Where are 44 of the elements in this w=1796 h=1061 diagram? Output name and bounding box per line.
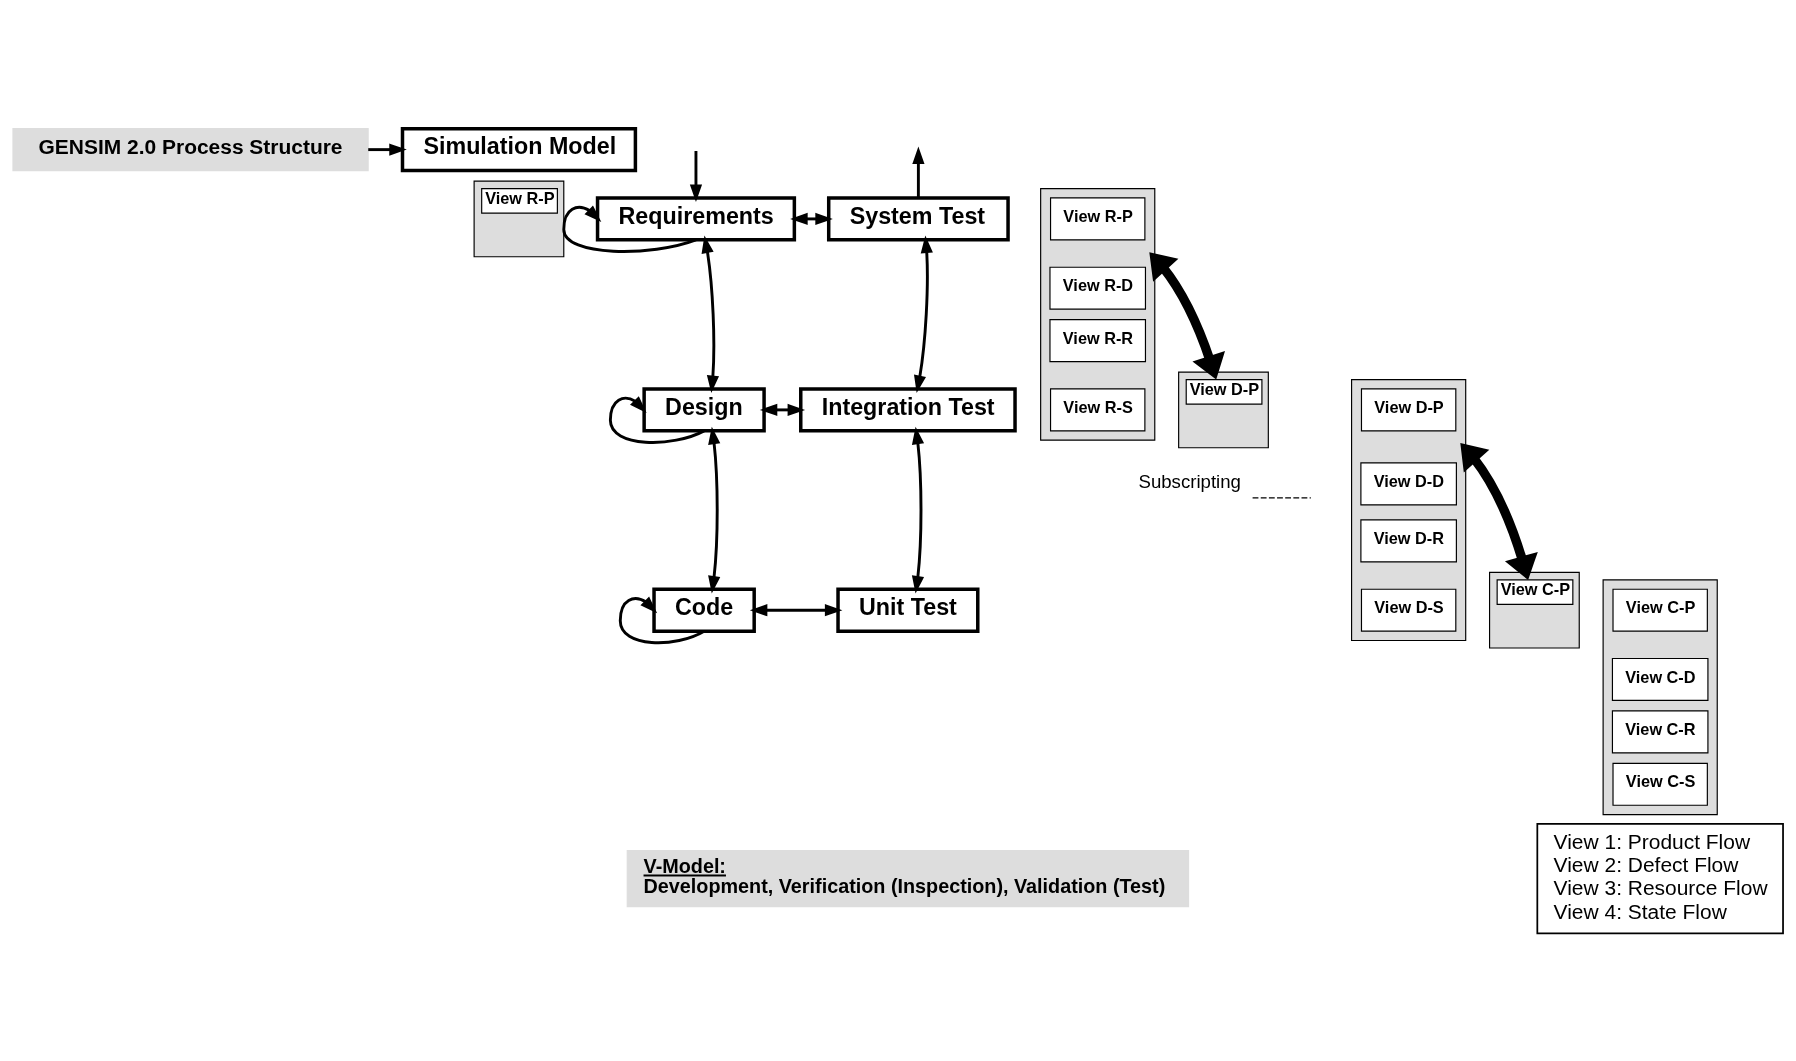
node-box: View C-P — [1489, 571, 1580, 649]
arrow — [562, 204, 697, 253]
arrow — [1460, 442, 1538, 580]
node-box: View D-D — [1360, 461, 1457, 505]
node-box: Simulation Model — [400, 126, 638, 172]
arrow — [368, 143, 407, 156]
cluster — [1040, 187, 1156, 441]
node-box: GENSIM 2.0 Process Structure — [12, 127, 369, 171]
arrow — [911, 426, 925, 594]
node-box: Design — [642, 386, 766, 433]
cluster — [1602, 578, 1718, 815]
node-box: View D-S — [1360, 588, 1457, 632]
node-box: View C-P — [1612, 588, 1708, 632]
node-box: View D-R — [1360, 518, 1457, 562]
arrow — [912, 146, 925, 198]
node-box: Code — [652, 587, 756, 633]
arrow — [608, 395, 705, 444]
node-box: View C-S — [1612, 762, 1708, 806]
node-box: View 1: Product Flow View 2: Defect Flow View 3: Resource Flow View 4: State Flow — [1536, 822, 1784, 934]
node-box: Requirements — [595, 195, 797, 242]
node-box: View R-R — [1049, 318, 1147, 362]
node-box: V-Model: Development, Verification (Inspection), Validation (Test) — [626, 849, 1190, 907]
cluster — [1351, 378, 1467, 641]
node-box: View R-P — [1049, 196, 1146, 240]
node-box: View D-P — [1178, 370, 1269, 448]
arrow — [708, 426, 721, 594]
legend-label: Subscripting — [1138, 470, 1241, 492]
node-box: Unit Test — [836, 587, 980, 633]
arrow — [701, 235, 720, 393]
node-box: View R-D — [1049, 266, 1147, 310]
node-box: View C-R — [1611, 709, 1709, 753]
arrow — [749, 603, 843, 616]
arrow — [790, 212, 833, 225]
node-box: System Test — [826, 195, 1010, 242]
arrow — [1149, 251, 1225, 380]
arrow — [759, 403, 806, 416]
node-box: View R-S — [1049, 387, 1146, 431]
arrow — [689, 150, 703, 202]
node-box: Integration Test — [799, 386, 1017, 433]
arrow — [618, 596, 705, 644]
node-box: View C-D — [1611, 657, 1709, 701]
node-box: View D-P — [1360, 387, 1457, 431]
arrow — [913, 235, 933, 393]
node-box: View R-P — [473, 180, 565, 257]
